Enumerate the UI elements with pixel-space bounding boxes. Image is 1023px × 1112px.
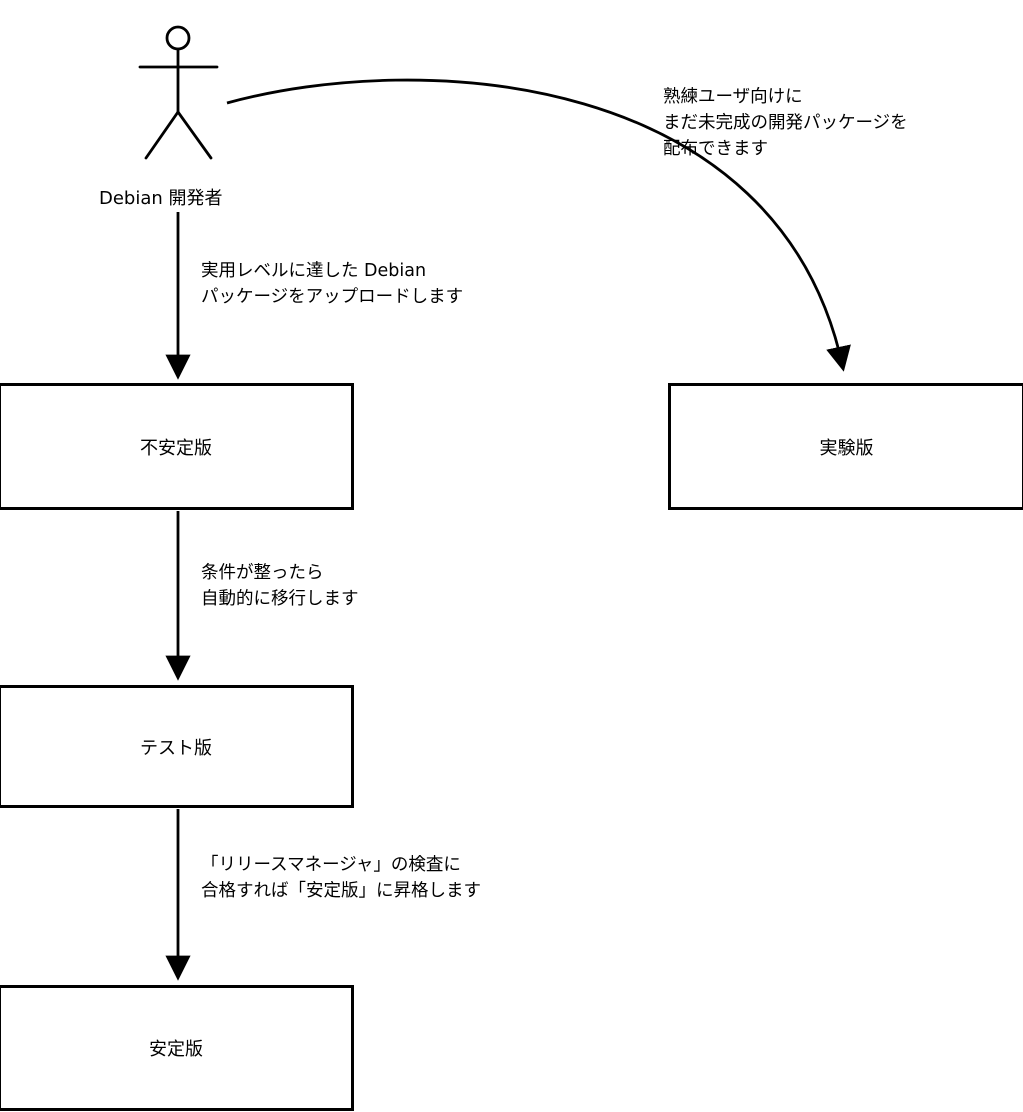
node-label-stable: 安定版 bbox=[149, 1039, 203, 1060]
actor-right-leg bbox=[176, 110, 213, 160]
node-experimental: 実験版 bbox=[668, 383, 1023, 510]
edge-label-line: 熟練ユーザ向けに bbox=[663, 87, 803, 107]
edge-label-line: 条件が整ったら bbox=[201, 563, 324, 583]
edge-label-line: まだ未完成の開発パッケージを bbox=[663, 113, 908, 133]
actor-figure bbox=[138, 25, 219, 160]
node-label-testing: テスト版 bbox=[140, 737, 212, 759]
actor-left-leg bbox=[144, 110, 180, 160]
edge-label-line: 自動的に移行します bbox=[201, 589, 359, 609]
edge-label-line: 「リリースマネージャ」の検査に bbox=[201, 855, 461, 875]
node-unstable: 不安定版 bbox=[0, 383, 354, 510]
edge-label-testing-to-stable: 「リリースマネージャ」の検査に 合格すれば「安定版」に昇格します bbox=[201, 852, 481, 904]
node-label-experimental: 実験版 bbox=[819, 437, 874, 459]
node-testing: テスト版 bbox=[0, 685, 354, 808]
node-label-unstable: 不安定版 bbox=[140, 437, 212, 459]
edge-label-line: 配布できます bbox=[663, 139, 768, 159]
edge-label-developer-to-unstable: 実用レベルに達した Debian パッケージをアップロードします bbox=[201, 258, 463, 310]
edge-label-line: パッケージをアップロードします bbox=[201, 287, 464, 307]
actor-label: Debian 開発者 bbox=[99, 188, 223, 209]
edge-label-line: 合格すれば「安定版」に昇格します bbox=[201, 881, 481, 901]
arrow-developer-to-experimental bbox=[226, 78, 851, 372]
edge-label-line: 実用レベルに達した Debian bbox=[201, 261, 427, 281]
actor-head-icon bbox=[165, 25, 191, 51]
node-stable: 安定版 bbox=[0, 985, 354, 1111]
edge-label-developer-to-experimental: 熟練ユーザ向けに まだ未完成の開発パッケージを 配布できます bbox=[663, 84, 908, 162]
edge-label-unstable-to-testing: 条件が整ったら 自動的に移行します bbox=[201, 560, 359, 612]
